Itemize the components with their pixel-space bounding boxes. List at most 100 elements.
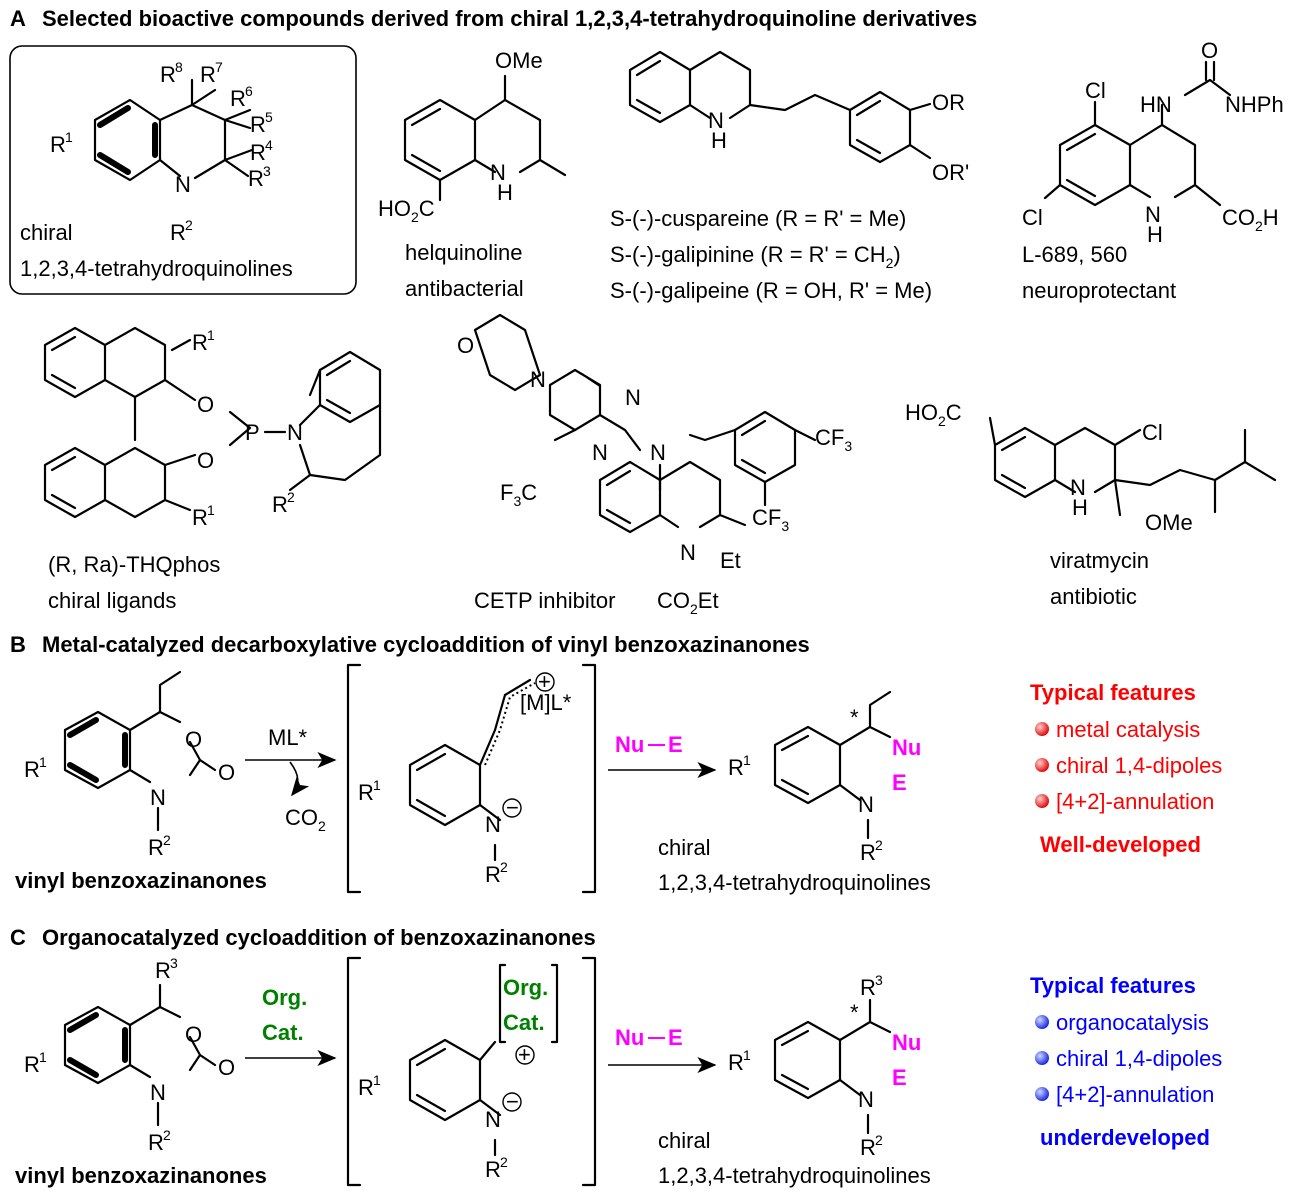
- b-sm-r1: R: [24, 757, 40, 782]
- cusp-n: N: [708, 108, 724, 133]
- c-sm-o1: O: [185, 1022, 202, 1047]
- b-sm-r2-sup: 2: [163, 832, 171, 848]
- l689-o: O: [1201, 38, 1218, 63]
- b-inter-metal: [M]L*: [520, 690, 572, 715]
- panel-b-letter: B: [10, 632, 26, 657]
- core-r4: R: [250, 140, 266, 165]
- c-prod-r2: R: [860, 1135, 876, 1160]
- panel-c-arrow2: Nu E: [608, 1025, 717, 1073]
- core-label-thq: 1,2,3,4-tetrahydroquinolines: [20, 256, 293, 281]
- c-prod-r1-sup: 1: [743, 1047, 751, 1063]
- c-inter-n: N: [485, 1107, 501, 1132]
- cusp-or: OR: [932, 90, 965, 115]
- thq-r2: R: [272, 492, 288, 517]
- c-prod-label1: chiral: [658, 1128, 711, 1153]
- b-prod-star: *: [850, 705, 859, 730]
- cusp-line2: S-(-)-galipinine (R = R' = CH2): [610, 242, 901, 271]
- thq-r1b-sup: 1: [207, 502, 215, 518]
- helq-name: helquinoline: [405, 240, 522, 265]
- helquinoline-structure: OMe N H HO2C helquinoline antibacterial: [378, 48, 567, 301]
- l689-structure: Cl Cl HN O NHPh N H CO2H L-689, 560 neur…: [1022, 38, 1284, 303]
- c-sm-name: vinyl benzoxazinanones: [15, 1163, 267, 1188]
- c-inter-plus: +: [518, 1042, 531, 1067]
- core-r6-sup: 6: [245, 83, 253, 99]
- c-sm-r1-sup: 1: [39, 1049, 47, 1065]
- b-sm-n: N: [150, 785, 166, 810]
- virat-ome: OMe: [1145, 510, 1193, 535]
- b-inter-minus: −: [506, 795, 519, 820]
- b-prod-r1: R: [728, 755, 744, 780]
- core-n: N: [175, 172, 191, 197]
- l689-hn: HN: [1140, 92, 1172, 117]
- c-prod-r3: R: [860, 975, 876, 1000]
- core-r5: R: [250, 112, 266, 137]
- core-r6: R: [230, 86, 246, 111]
- core-r3: R: [248, 166, 264, 191]
- c-feat-title: Typical features: [1030, 973, 1196, 998]
- cetp-co2et: CO2Et: [657, 588, 719, 617]
- thq-core-structure: R 1 N R 2 R 3 R 4 R 5 R 6 R 7 R 8 chiral…: [9, 45, 357, 295]
- c-sm-o2: O: [218, 1055, 235, 1080]
- cetp-n1: N: [625, 385, 641, 410]
- cetp-o: O: [457, 333, 474, 358]
- l689-cl1: Cl: [1085, 78, 1106, 103]
- panel-a-letter: A: [10, 6, 26, 31]
- b-prod-label1: chiral: [658, 835, 711, 860]
- c-nu: Nu: [615, 1025, 644, 1050]
- b-prod-nu: Nu: [892, 735, 921, 760]
- c-prod-r2-sup: 2: [875, 1132, 883, 1148]
- c-sm-r2: R: [148, 1130, 164, 1155]
- c-prod-r3-sup: 3: [875, 972, 883, 988]
- panel-b-arrow1: ML* CO2: [245, 725, 337, 834]
- thq-o1: O: [197, 392, 214, 417]
- c-inter-r2: R: [485, 1157, 501, 1182]
- b-feat-item-0: metal catalysis: [1056, 717, 1200, 742]
- thq-r1a-sup: 1: [207, 327, 215, 343]
- thqphos-structure: R 1 R 1 O O P N R 2 (R, Ra)-THQphos chir…: [43, 326, 382, 613]
- b-sm-o1: O: [185, 727, 202, 752]
- helq-activity: antibacterial: [405, 276, 524, 301]
- viratmycin-structure: HO2C Cl N H OMe viratmycin antibiotic: [905, 400, 1277, 609]
- c-inter-cat: Cat.: [503, 1010, 545, 1035]
- c-prod-nu: Nu: [892, 1030, 921, 1055]
- c-e: E: [668, 1025, 683, 1050]
- b-byproduct: CO2: [285, 805, 326, 834]
- l689-co2h: CO2H: [1222, 205, 1279, 234]
- panel-b-intermediate: + [M]L* R 1 N − R 2: [346, 663, 597, 894]
- c-feat-bullet-icon: [1035, 1087, 1049, 1101]
- helq-ho2c: HO2C: [378, 196, 435, 225]
- cetp-name: CETP inhibitor: [474, 588, 615, 613]
- panel-b: B Metal-catalyzed decarboxylative cycloa…: [10, 632, 1222, 895]
- thq-r2-sup: 2: [287, 489, 295, 505]
- c-prod-n: N: [858, 1087, 874, 1112]
- c-feat-status: underdeveloped: [1040, 1125, 1210, 1150]
- c-sm-r3: R: [155, 958, 171, 983]
- b-sm-o2: O: [218, 760, 235, 785]
- cetp-cf3b: CF3: [752, 505, 789, 534]
- b-inter-plus: +: [538, 669, 551, 694]
- panel-b-arrow2: Nu E: [608, 732, 717, 778]
- c-feat-item-0: organocatalysis: [1056, 1010, 1209, 1035]
- b-inter-r2: R: [485, 862, 501, 887]
- virat-cl: Cl: [1142, 420, 1163, 445]
- b-prod-r2-sup: 2: [875, 837, 883, 853]
- panel-b-features: Typical features metal catalysis chiral …: [1030, 680, 1222, 857]
- cetp-n3: N: [650, 440, 666, 465]
- core-r1: R: [50, 132, 66, 157]
- helq-n: N: [490, 160, 506, 185]
- cetp-nmorph: N: [530, 367, 546, 392]
- cusp-line1: S-(-)-cuspareine (R = R' = Me): [610, 206, 906, 231]
- core-r4-sup: 4: [265, 137, 273, 153]
- c-inter-r1: R: [358, 1075, 374, 1100]
- panel-a-title: Selected bioactive compounds derived fro…: [42, 6, 977, 31]
- panel-c-letter: C: [10, 925, 26, 950]
- virat-n: N: [1070, 475, 1086, 500]
- thq-r1a: R: [192, 330, 208, 355]
- l689-nhph: NHPh: [1225, 92, 1284, 117]
- panel-c-intermediate: Org. Cat. + R 1 N − R 2: [346, 956, 597, 1187]
- cetp-n2: N: [592, 440, 608, 465]
- b-prod-label2: 1,2,3,4-tetrahydroquinolines: [658, 870, 931, 895]
- c-sm-n: N: [150, 1080, 166, 1105]
- panel-b-title: Metal-catalyzed decarboxylative cycloadd…: [42, 632, 810, 657]
- panel-b-starting-material: R 1 O O N R 2 vinyl benzoxazinanones: [15, 670, 267, 893]
